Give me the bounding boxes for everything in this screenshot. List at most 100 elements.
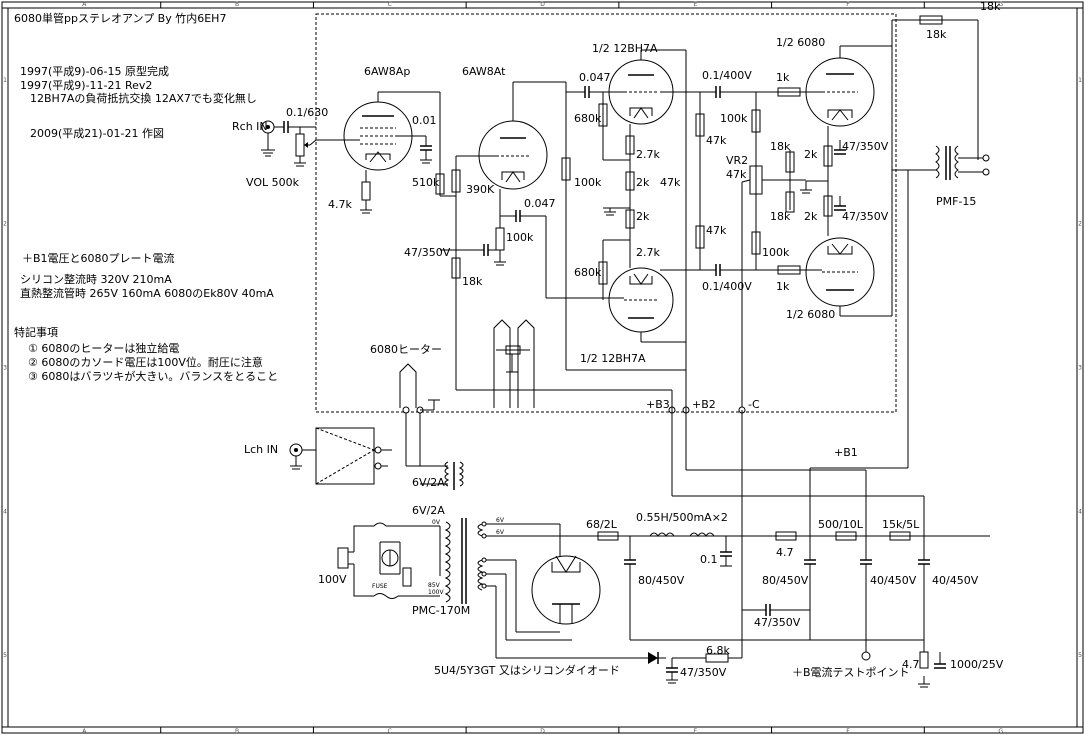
heater-transformer: [444, 461, 464, 490]
supply-notes-row-2: 直熱整流管時 265V 160mA 6080のEk80V 40mA: [20, 286, 274, 300]
lch-input: [289, 427, 392, 485]
frame-column-label: F: [846, 728, 850, 735]
frame-column-label: B: [235, 728, 239, 735]
tube-6aw8p-label: 6AW8Ap: [364, 65, 410, 78]
bus-terminals: [456, 389, 746, 610]
filter-network: [596, 467, 990, 688]
c-01-label: 0.1: [700, 553, 718, 566]
pt-tap-100-label: 100V: [428, 589, 444, 596]
rch-in-label: Rch IN: [232, 120, 268, 133]
b3-label: +B3: [646, 398, 670, 411]
frame-column-label: E: [693, 728, 697, 735]
frame-column-label: D: [540, 728, 545, 735]
chassis-boundary: [315, 13, 897, 413]
frame-column-label: A: [82, 728, 87, 735]
c-47-350-label: 47/350V: [754, 616, 801, 629]
heater-wiring: [399, 319, 535, 485]
power-transformer: [444, 518, 580, 604]
special-note-2: ② 6080のカソード電圧は100V位。耐圧に注意: [28, 355, 263, 369]
tube-6080-upper-label: 1/2 6080: [776, 36, 825, 49]
r-47-tp-label: 4.7: [902, 658, 920, 671]
r-100k-b-label: 100k: [762, 246, 790, 259]
frame-row-label: 4: [1078, 508, 1082, 515]
r-100k-a-label: 100k: [720, 112, 748, 125]
c-80b-label: 80/450V: [762, 574, 809, 587]
special-note-1: ① 6080のヒーターは独立給電: [28, 341, 179, 355]
r-2k-k-a-label: 2k: [804, 148, 818, 161]
r-2k-b-label: 2k: [636, 210, 650, 223]
history-line-3: 12BH7Aの負荷抵抗交換 12AX7でも変化無し: [30, 91, 257, 105]
c-47-350-b-label: 47/350V: [842, 210, 889, 223]
supply-notes-heading: ＋B1電圧と6080プレート電流: [22, 251, 175, 265]
special-note-3: ③ 6080はバラツキが大きい。バランスをとること: [28, 369, 278, 383]
output-coupling: [700, 86, 806, 412]
pt-label: PMC-170M: [412, 604, 470, 617]
heater1-label: 6V/2A: [412, 476, 445, 489]
c-in-label: 0.1/630: [286, 106, 328, 119]
ac-input-label: 100V: [318, 573, 347, 586]
vol-label: VOL 500k: [246, 176, 300, 189]
frame-column-label: A: [82, 1, 87, 8]
frame-row-label: 2: [3, 221, 7, 228]
r-15k-label: 15k/5L: [882, 518, 920, 531]
r-68-label: 68/2L: [586, 518, 618, 531]
c-47-350-drv-label: 47/350V: [404, 246, 451, 259]
frame-column-label: C: [388, 1, 392, 8]
r-68k-label: 6.8k: [706, 644, 730, 657]
c-001-label: 0.01: [412, 114, 437, 127]
r-1k-a-label: 1k: [776, 71, 790, 84]
lch-in-label: Lch IN: [244, 443, 278, 456]
tube-6080-lower-label: 1/2 6080: [786, 308, 835, 321]
r-2k-k-b-label: 2k: [804, 210, 818, 223]
tube-12bh7a-lower: [608, 267, 674, 333]
tube-6aw8t: [478, 120, 548, 190]
c-01-400-b-label: 0.1/400V: [702, 280, 752, 293]
r-500-label: 500/10L: [818, 518, 864, 531]
r-510k-label: 510k: [412, 176, 440, 189]
r-47k-a-label: 47k: [706, 134, 727, 147]
r-47-label: 4.7: [776, 546, 794, 559]
rectifier-label: 5U4/5Y3GT 又はシリコンダイオード: [434, 663, 620, 677]
v1-cathode-circuit: [348, 139, 372, 214]
schematic-title: 6080単管ppステレオアンプ By 竹内6EH7: [14, 11, 226, 25]
r-18k-top2-label: 18k: [926, 28, 947, 41]
c-01-400-a-label: 0.1/400V: [702, 69, 752, 82]
c-40b-label: 40/450V: [932, 574, 979, 587]
c-47-350-a-label: 47/350V: [842, 140, 889, 153]
frame-row-label: 1: [1078, 77, 1082, 84]
tube-12bh7a-lower-label: 1/2 12BH7A: [580, 352, 646, 365]
v2-wiring: [451, 81, 571, 370]
pt-tap-6a-label: 6V: [496, 517, 505, 524]
r-390k-label: 390K: [466, 183, 495, 196]
pt-tap-85-label: 85V: [428, 582, 441, 589]
r-680k-b-label: 680k: [574, 266, 602, 279]
r-2k-a-label: 2k: [636, 176, 650, 189]
b1-label: +B1: [834, 446, 858, 459]
frame-row-label: 5: [1078, 652, 1082, 659]
r-18k-b-label: 18k: [770, 210, 791, 223]
pt-tap-6b-label: 6V: [496, 529, 505, 536]
frame-column-label: G: [998, 1, 1003, 8]
r-47k-c-label: 47k: [706, 224, 727, 237]
c-0047-a-label: 0.047: [579, 71, 611, 84]
heater-label: 6080ヒーター: [370, 343, 442, 356]
special-notes-heading: 特記事項: [14, 325, 58, 339]
volume-pot: [294, 127, 348, 167]
r-18k-a-label: 18k: [770, 140, 791, 153]
output-stage-wiring: [800, 15, 979, 317]
c-80a-label: 80/450V: [638, 574, 685, 587]
r-47k-cathode-label: 4.7k: [328, 198, 352, 211]
frame-column-label: F: [846, 1, 850, 8]
choke-label: 0.55H/500mA×2: [636, 511, 728, 524]
history-line-4: 2009(平成21)-01-21 作図: [30, 127, 164, 140]
r-47k-vr-label: 47k: [726, 168, 747, 181]
r-18k-top-label: 18k: [980, 0, 1001, 13]
frame-row-label: 3: [1078, 365, 1082, 372]
frame-column-label: D: [540, 1, 545, 8]
supply-notes-row-1: シリコン整流時 320V 210mA: [20, 272, 172, 286]
frame-row-label: 3: [3, 365, 7, 372]
history-line-1: 1997(平成9)-06-15 原型完成: [20, 64, 169, 78]
